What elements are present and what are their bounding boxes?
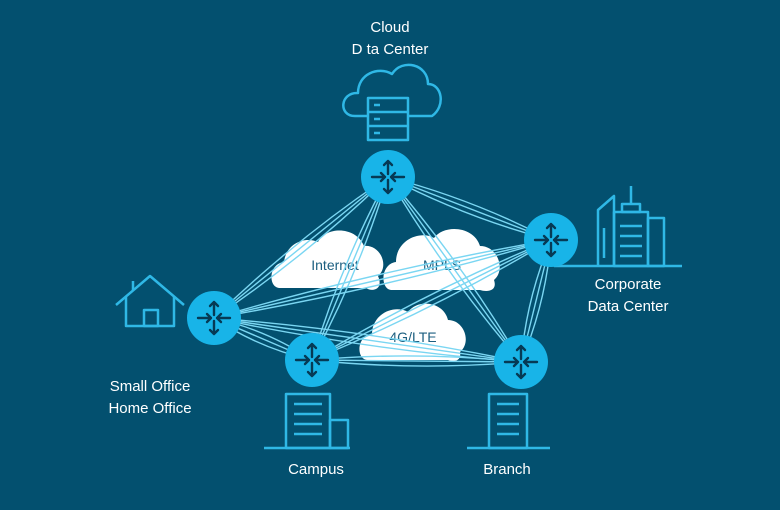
router-icon [187,291,241,345]
cloud-dc-label: Cloud D ta Center [351,19,429,58]
link-campus-corporate_dc [311,239,552,361]
branch-building-icon [467,392,550,450]
link-cloud_dc-soho [213,176,389,319]
router-icon [285,333,339,387]
corporate-dc-label: Corporate Data Center [587,276,669,315]
router-icon [494,335,548,389]
campus-building-icon [264,392,350,450]
router-icon [361,150,415,204]
link-soho-corporate_dc [213,239,552,319]
internet-cloud: Internet [271,230,384,290]
office-tower-icon [554,186,682,268]
routers [187,150,578,389]
router-icon [524,213,578,267]
link-cloud_dc-branch [387,176,522,363]
overlay-links [213,176,552,367]
lte-label: 4G/LTE [389,329,436,345]
house-icon [115,274,185,328]
link-campus-corporate_dc [311,239,552,361]
internet-label: Internet [311,257,359,273]
link-cloud_dc-branch [387,176,522,363]
link-cloud_dc-branch [387,176,522,363]
cloud-server-icon [342,63,442,142]
soho-label: Small Office Home Office [108,378,192,417]
link-soho-corporate_dc [213,239,552,319]
link-cloud_dc-soho [213,176,389,319]
campus-label: Campus [288,461,344,478]
link-campus-corporate_dc [311,239,552,361]
link-campus-branch [311,359,522,363]
link-soho-branch [213,317,522,363]
link-cloud_dc-soho [213,176,389,319]
link-soho-corporate_dc [213,239,552,319]
branch-label: Branch [483,461,531,478]
